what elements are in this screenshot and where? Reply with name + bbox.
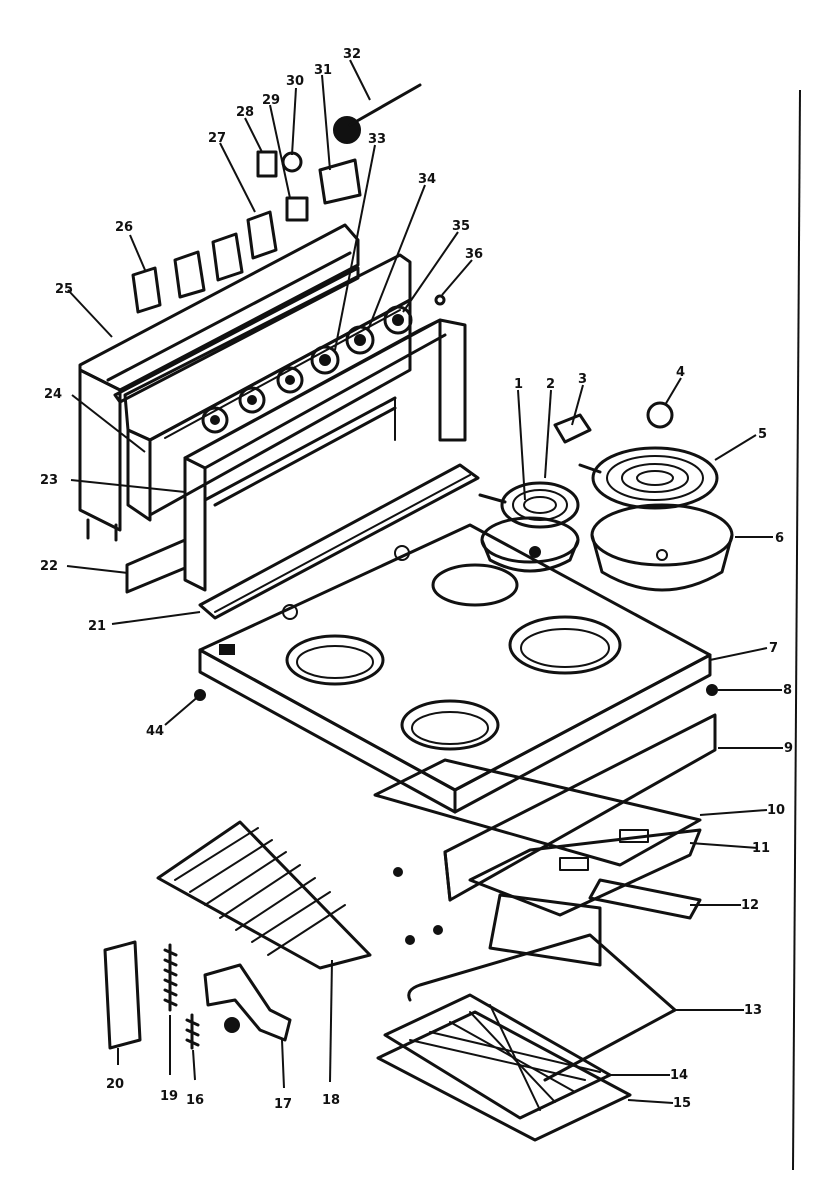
callout-23: 23: [40, 473, 58, 488]
terminal-block: [553, 401, 674, 444]
callout-20: 20: [106, 1077, 124, 1092]
callout-29: 29: [262, 93, 280, 108]
callout-33: 33: [368, 132, 386, 147]
large-drip-pan: [590, 503, 734, 592]
knob-row: [201, 305, 413, 434]
leader-lines: [66, 59, 783, 1104]
callout-4: 4: [676, 365, 685, 380]
callout-19: 19: [160, 1089, 178, 1104]
side-trim: [125, 538, 187, 594]
broiler-pan-grid: [383, 993, 612, 1120]
callout-7: 7: [769, 641, 778, 656]
switch-parts: [256, 83, 422, 222]
door-bracket: [103, 940, 142, 1050]
callout-labels: 1 2 3 4 5 6 7 8 9 10 11 12 13 14 15 16 1…: [40, 47, 793, 1112]
callout-12: 12: [741, 898, 759, 913]
callout-30: 30: [286, 74, 304, 89]
callout-11: 11: [752, 841, 770, 856]
callout-31: 31: [314, 63, 332, 78]
callout-24: 24: [44, 387, 62, 402]
large-surface-element: [578, 446, 719, 510]
door-spring: [163, 943, 178, 1012]
callout-21: 21: [88, 619, 106, 634]
callout-13: 13: [744, 1003, 762, 1018]
callout-14: 14: [670, 1068, 688, 1083]
small-surface-element: [478, 481, 580, 529]
callout-44: 44: [146, 724, 164, 739]
control-panel-frame: [183, 318, 467, 592]
callout-5: 5: [758, 427, 767, 442]
callout-9: 9: [784, 741, 793, 756]
main-top: [198, 523, 712, 814]
callout-27: 27: [208, 131, 226, 146]
spring-small: [185, 1013, 200, 1050]
oven-rack: [156, 820, 372, 970]
callout-2: 2: [546, 377, 555, 392]
callout-34: 34: [418, 172, 436, 187]
callout-16: 16: [186, 1093, 204, 1108]
small-drip-pan: [480, 516, 580, 573]
callout-36: 36: [465, 247, 483, 262]
infinite-switches: [131, 210, 278, 314]
callout-8: 8: [783, 683, 792, 698]
callout-26: 26: [115, 220, 133, 235]
screw-hardware: [194, 294, 718, 945]
callout-25: 25: [55, 282, 73, 297]
broiler-pan: [376, 1010, 632, 1142]
callout-17: 17: [274, 1097, 292, 1112]
callout-10: 10: [767, 803, 785, 818]
callout-28: 28: [236, 105, 254, 120]
front-panel: [443, 713, 717, 902]
callout-22: 22: [40, 559, 58, 574]
oven-elements: [373, 758, 702, 1082]
callout-15: 15: [673, 1096, 691, 1111]
callout-3: 3: [578, 372, 587, 387]
callout-35: 35: [452, 219, 470, 234]
front-trim-strip: [198, 463, 480, 620]
margin-rule: [792, 89, 801, 1171]
hinge-bracket: [203, 963, 292, 1042]
callout-6: 6: [775, 531, 784, 546]
callout-32: 32: [343, 47, 361, 62]
callout-1: 1: [514, 377, 523, 392]
callout-18: 18: [322, 1093, 340, 1108]
